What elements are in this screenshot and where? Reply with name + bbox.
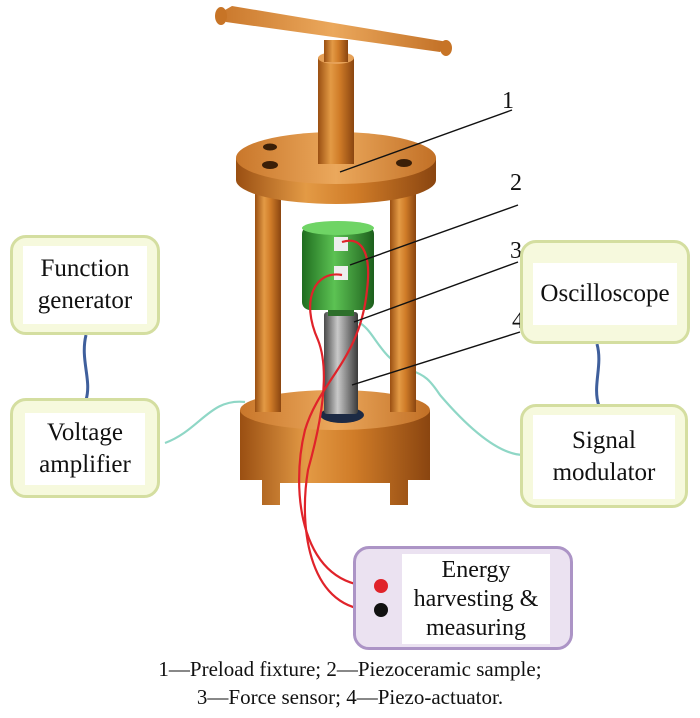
- blue-wire-right: [595, 343, 601, 407]
- function-generator-label-line1: Function: [40, 255, 130, 282]
- fixture-base: [240, 410, 430, 505]
- energy-harvesting-box: Energy harvesting & measuring: [353, 546, 573, 650]
- callout-3: 3: [510, 238, 522, 264]
- screw-handle: [218, 6, 448, 52]
- red-wire-1: [298, 239, 379, 588]
- energy-harvesting-label-line2: harvesting &: [413, 585, 539, 612]
- callout-1: 1: [502, 88, 514, 114]
- function-generator-label-line2: generator: [37, 287, 133, 314]
- preload-screw: [318, 58, 354, 164]
- function-generator-box: Function generator: [10, 235, 160, 335]
- blue-wire-left: [82, 334, 90, 401]
- signal-modulator-label-line1: Signal: [572, 427, 636, 454]
- voltage-amplifier-label-line1: Voltage: [47, 419, 123, 446]
- leader-3: [353, 261, 519, 323]
- leader-4: [351, 331, 521, 386]
- caption-line-1: 1—Preload fixture; 2—Piezoceramic sample…: [158, 657, 542, 681]
- red-wire-2: [303, 273, 376, 612]
- voltage-amplifier-box: Voltage amplifier: [10, 398, 160, 498]
- energy-harvesting-label-line1: Energy: [441, 556, 511, 583]
- cyan-wire-left: [164, 400, 246, 445]
- oscilloscope-box: Oscilloscope: [520, 240, 690, 344]
- oscilloscope-label: Oscilloscope: [540, 280, 670, 307]
- caption-line-2: 3—Force sensor; 4—Piezo-actuator.: [196, 685, 504, 709]
- black-terminal-icon: [374, 603, 388, 617]
- energy-harvesting-label-line3: measuring: [426, 614, 526, 641]
- signal-modulator-box: Signal modulator: [520, 404, 688, 508]
- callout-2: 2: [510, 170, 522, 196]
- rod-right: [390, 180, 416, 412]
- rod-left: [255, 180, 281, 412]
- red-terminal-icon: [374, 579, 388, 593]
- voltage-amplifier-label-line2: amplifier: [39, 451, 131, 478]
- cyan-wire-right: [357, 321, 525, 457]
- leader-2: [349, 204, 519, 266]
- leader-1: [339, 109, 513, 173]
- signal-modulator-label-line2: modulator: [552, 459, 656, 486]
